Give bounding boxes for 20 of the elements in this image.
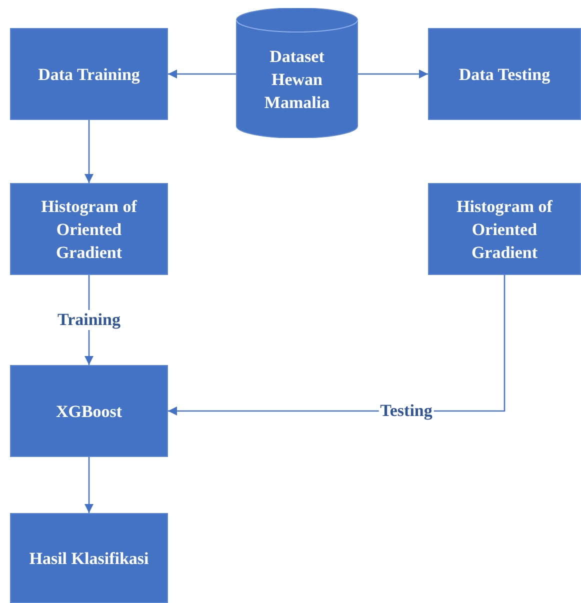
edge-label: Testing bbox=[379, 401, 434, 421]
arrow bbox=[84, 120, 94, 183]
process-box bbox=[428, 183, 581, 275]
node-label: Hasil Klasifikasi bbox=[28, 548, 150, 570]
process-box bbox=[428, 28, 581, 120]
node-label: Histogram of Oriented Gradient bbox=[40, 196, 138, 264]
edge-label: Training bbox=[56, 310, 122, 330]
process-box bbox=[10, 28, 168, 120]
node-label: Dataset Hewan Mamalia bbox=[263, 46, 331, 114]
node-label: Data Training bbox=[37, 64, 141, 86]
arrow bbox=[168, 69, 236, 79]
database-cylinder bbox=[236, 8, 358, 138]
process-box bbox=[10, 183, 168, 275]
process-box bbox=[10, 513, 168, 603]
node-label: Histogram of Oriented Gradient bbox=[456, 196, 554, 264]
node-label: XGBoost bbox=[54, 400, 124, 422]
arrow bbox=[358, 69, 428, 79]
process-box bbox=[10, 365, 168, 457]
node-label: Data Testing bbox=[458, 64, 552, 86]
arrow bbox=[84, 457, 94, 513]
